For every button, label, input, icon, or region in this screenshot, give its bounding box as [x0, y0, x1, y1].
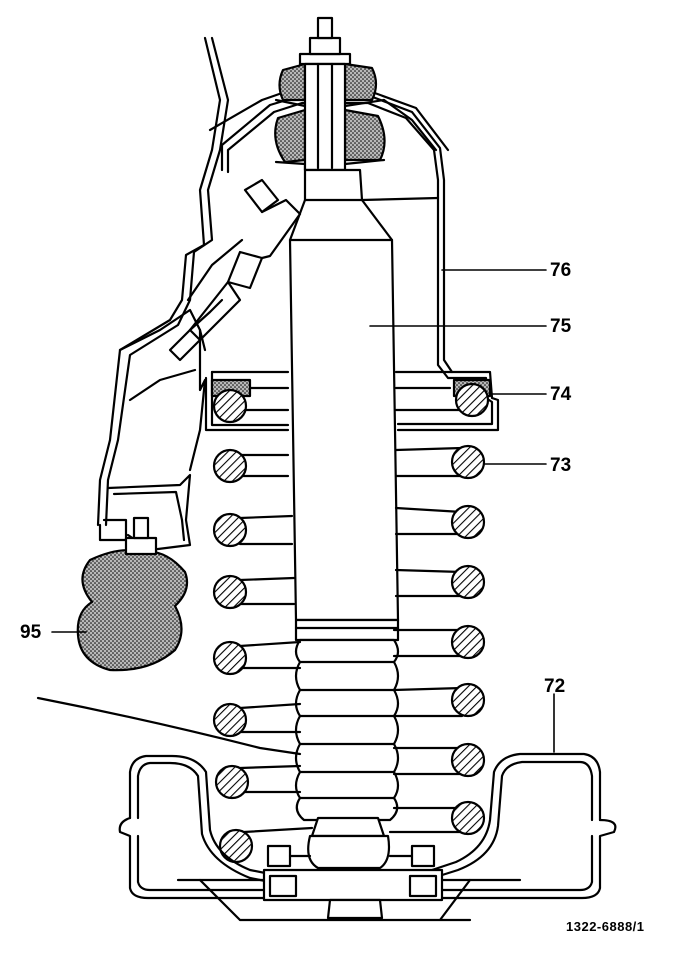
label-75: 75 [550, 316, 572, 337]
sweep-line [36, 696, 302, 756]
coil-spring-lines [238, 446, 464, 834]
leader-lines [51, 269, 555, 753]
brake-hose [168, 178, 302, 362]
lower-spring-seat [118, 752, 617, 922]
reference-code: 1322-6888/1 [566, 919, 645, 934]
rubber-buffer [76, 516, 189, 672]
label-95: 95 [20, 622, 42, 643]
dome-housing [204, 90, 500, 432]
top-mount [274, 16, 386, 172]
body-panel [96, 36, 244, 552]
label-76: 76 [550, 260, 572, 281]
coil-spring [212, 382, 490, 864]
label-72: 72 [544, 676, 566, 697]
label-74: 74 [550, 384, 572, 405]
dust-boot [294, 638, 400, 870]
label-73: 73 [550, 455, 572, 476]
